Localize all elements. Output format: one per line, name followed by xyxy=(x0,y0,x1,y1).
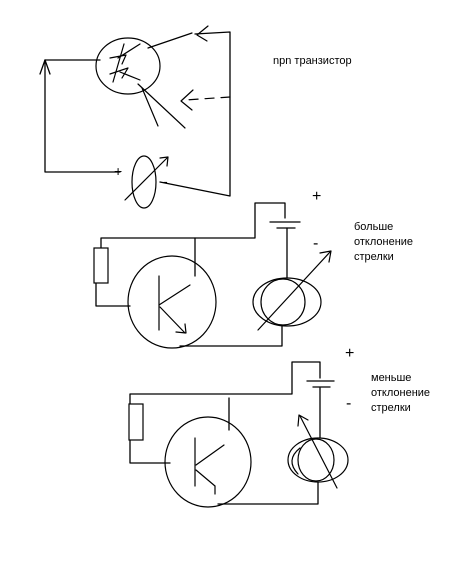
mid-meter-needle xyxy=(257,251,331,331)
top-transistor-lead-out-2 xyxy=(137,83,186,129)
top-transistor-arrow-1 xyxy=(109,54,127,65)
npn-transistor-label: npn транзистор xyxy=(273,54,352,69)
mid-resistor xyxy=(93,247,109,284)
more-deflection-label: больше отклонение стрелки xyxy=(354,220,413,265)
mid-wire-top xyxy=(100,202,286,249)
bot-meter-inner-ring xyxy=(297,438,335,482)
mid-meter-needle-head xyxy=(319,250,332,263)
top-transistor-circle xyxy=(95,37,161,95)
mid-battery-plus: + xyxy=(312,188,322,205)
top-wire-left-arrow-2 xyxy=(44,59,51,75)
bot-resistor xyxy=(128,403,144,441)
top-dashed-base xyxy=(184,96,231,101)
mid-transistor-emitter xyxy=(159,306,186,334)
top-transistor-lead-out-1 xyxy=(141,87,159,127)
mid-battery-minus: - xyxy=(313,235,319,252)
bot-meter-ellipse xyxy=(287,437,349,483)
less-deflection-line-1: меньше xyxy=(371,372,412,384)
mid-meter-inner-ring xyxy=(260,278,306,326)
top-arrow-base xyxy=(180,89,194,111)
top-transistor-arrow-2 xyxy=(109,67,129,79)
less-deflection-line-2: отклонение xyxy=(371,387,431,399)
bot-battery-plus: + xyxy=(345,345,355,362)
bottom-circuit xyxy=(128,361,349,508)
mid-wire-bottom xyxy=(179,323,283,347)
bot-transistor-circle xyxy=(164,416,252,508)
top-wire-left-arrow-1 xyxy=(39,59,46,75)
mid-wire-left-down xyxy=(95,282,131,307)
bot-wire-left-down xyxy=(129,439,171,464)
bot-transistor-base-lead xyxy=(195,444,225,466)
top-transistor-emitter-lead xyxy=(119,71,141,81)
bot-wire-bottom xyxy=(217,481,319,505)
top-meter-ellipse xyxy=(131,155,157,209)
more-deflection-line-2: отклонение xyxy=(354,236,414,248)
top-meter-needle-head xyxy=(159,156,169,167)
bot-wire-top xyxy=(129,361,321,405)
npn-transistor-label-text: npn транзистор xyxy=(273,55,352,67)
top-circuit xyxy=(39,25,231,209)
middle-circuit xyxy=(93,202,332,349)
mid-meter-ellipse xyxy=(252,277,322,327)
less-deflection-label: меньше отклонение стрелки xyxy=(371,371,430,416)
more-deflection-line-3: стрелки xyxy=(354,251,394,263)
mid-transistor-circle xyxy=(127,255,217,349)
top-arrow-upper xyxy=(196,25,209,42)
less-deflection-line-3: стрелки xyxy=(371,402,411,414)
bot-meter-needle xyxy=(299,415,338,489)
bot-meter-needle-head xyxy=(297,414,309,427)
mid-transistor-base-lead xyxy=(158,284,191,306)
top-wire-right xyxy=(159,31,231,197)
top-transistor-base-bar xyxy=(112,43,125,83)
more-deflection-line-1: больше xyxy=(354,221,394,233)
bot-battery-minus: - xyxy=(346,395,352,412)
top-meter-minus: - xyxy=(163,173,168,189)
top-wire-collector xyxy=(147,32,193,49)
top-meter-plus: + xyxy=(114,163,123,179)
top-meter-needle xyxy=(124,157,168,201)
bot-transistor-emitter xyxy=(195,469,216,487)
bot-meter-left-hook xyxy=(291,447,301,475)
top-wire-left xyxy=(44,59,121,173)
mid-transistor-emitter-arrow xyxy=(175,323,187,334)
